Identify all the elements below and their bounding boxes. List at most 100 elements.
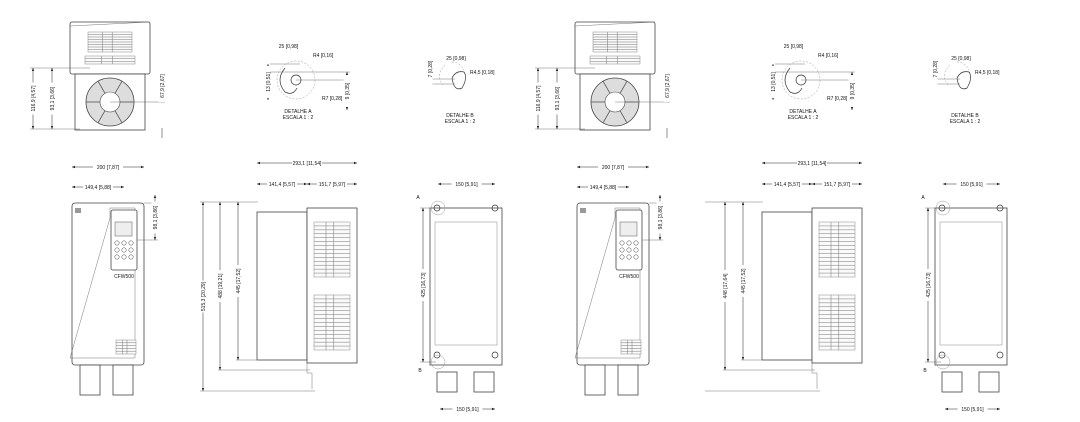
label-bg <box>931 53 938 85</box>
dimension-label: R7 [0,28] <box>827 96 848 102</box>
dimension-label: 445 [17,52] <box>741 268 747 294</box>
dimension-label: 488 [19,21] <box>218 273 224 299</box>
keypad-button <box>121 247 127 253</box>
label-bg <box>656 201 663 234</box>
back-plate <box>429 207 503 366</box>
dimension-label: 116,9 [4,57] <box>536 85 542 112</box>
back-view: 150 [5,91]425 [16,73]150 [5,91]AB <box>921 180 1008 413</box>
label-bg <box>419 269 426 301</box>
back-view: 150 [5,91]425 [16,73]150 [5,91]AB <box>416 180 503 413</box>
dimension-label: 93,1 [3,66] <box>50 86 56 110</box>
logo-icon <box>75 208 81 213</box>
label-bg <box>598 163 628 170</box>
detail-a: 25 [0,98]R4 [0,16]13 [0,51]R7 [0,28]9 [0… <box>769 42 856 121</box>
label-bg <box>273 42 304 49</box>
detail-boundary <box>439 61 465 86</box>
vent-grille <box>84 55 136 65</box>
mounting-slot <box>784 67 803 94</box>
detail-title: DETALHE A <box>789 109 817 115</box>
keypad-button <box>128 247 134 253</box>
dimension-label: 293,1 [11,54] <box>293 161 322 167</box>
dimension-label: 25 [0,98] <box>279 44 299 50</box>
hmi-display <box>619 221 638 237</box>
dimension-label: 93,1 [3,66] <box>555 86 561 110</box>
dimension-label: 425 [16,73] <box>926 272 932 298</box>
label-bg <box>822 180 852 187</box>
mounting-hole <box>491 204 499 212</box>
label-bg <box>848 75 855 107</box>
keypad-button <box>619 254 625 260</box>
mounting-hole <box>996 204 1004 212</box>
top-view: 116,9 [4,57] 93,1 [3,66] 67,9 [2,67] <box>534 21 671 138</box>
dimension-label: 200 [7,87] <box>97 165 120 171</box>
label-bg <box>234 265 241 297</box>
keypad-button <box>626 240 632 246</box>
keypad-button <box>121 240 127 246</box>
dimension-label: R7 [0,28] <box>322 96 343 102</box>
dimension-label: 150 [5,91] <box>960 182 983 188</box>
label-bg <box>343 75 350 107</box>
keypad-hmi <box>110 209 138 271</box>
detail-scale: ESCALA 1 : 2 <box>283 115 314 121</box>
mounting-hole <box>491 351 499 359</box>
label-bg <box>267 180 297 187</box>
fan-blade <box>114 81 123 94</box>
dimension-label: 150 [5,91] <box>455 182 478 188</box>
label-bg <box>199 280 206 313</box>
callout-a: A <box>416 195 420 201</box>
label-bg <box>772 180 802 187</box>
dimension-label: 141,4 [5,57] <box>269 182 296 188</box>
dimension-label: 25 [0,98] <box>446 56 466 62</box>
label-bg <box>721 270 728 302</box>
fan-blade <box>114 110 123 123</box>
dimension-label: 150 [5,91] <box>456 407 479 413</box>
mounting-foot <box>617 364 639 396</box>
dimension-label: 200 [7,87] <box>602 165 625 171</box>
top-edge <box>574 21 656 27</box>
dimension-label: 98,1 [3,86] <box>658 205 664 229</box>
keypad-button <box>128 254 134 260</box>
drawing-sheet-1: 116,9 [4,57]93,1 [3,66]67,9 [2,67]25 [0,… <box>29 21 503 413</box>
dimension-label: 7 [0,28] <box>933 60 939 77</box>
keypad-button <box>619 240 625 246</box>
label-bg <box>29 82 36 115</box>
front-cover-line <box>69 207 136 359</box>
label-bg <box>452 405 483 412</box>
mounting-slot <box>956 71 971 90</box>
brand-label: CFW500 <box>619 274 639 280</box>
heatsink-section <box>761 211 813 361</box>
dimension-label: 67,9 [2,67] <box>160 74 166 98</box>
detail-scale: ESCALA 1 : 2 <box>445 119 476 125</box>
bracket-outline <box>306 363 313 389</box>
hmi-display <box>114 221 133 237</box>
label-bg <box>957 405 988 412</box>
dimension-label: R4 [0,16] <box>818 53 839 59</box>
dimension-label: 141,4 [5,57] <box>774 182 801 188</box>
label-bg <box>264 66 271 98</box>
fan-blade <box>602 110 611 123</box>
keypad-button <box>626 254 632 260</box>
back-panel <box>434 221 498 346</box>
label-bg <box>317 180 347 187</box>
keypad-button <box>619 247 625 253</box>
keypad-hmi <box>615 209 643 271</box>
label-bg <box>588 183 618 190</box>
detail-boundary <box>944 61 970 86</box>
detail-title: DETALHE B <box>951 113 979 119</box>
dimension-label: 13 [0,51] <box>266 72 272 92</box>
fan-blade <box>619 110 628 123</box>
dimension-label: 151,7 [5,97] <box>824 182 851 188</box>
callout-a: A <box>921 195 925 201</box>
vent-grille <box>589 55 641 65</box>
label-bg <box>739 265 746 297</box>
keypad-button <box>626 247 632 253</box>
detail-scale: ESCALA 1 : 2 <box>950 119 981 125</box>
dimension-label: R4,5 [0,18] <box>470 70 495 76</box>
label-bg <box>797 159 827 166</box>
dimension-label: 7 [0,28] <box>428 60 434 77</box>
dimension-label: 67,9 [2,67] <box>665 74 671 98</box>
mounting-foot <box>584 364 606 396</box>
label-bg <box>534 82 541 115</box>
side-view: 293,1 [11,54]141,4 [5,57]151,7 [5,97]448… <box>705 159 863 392</box>
